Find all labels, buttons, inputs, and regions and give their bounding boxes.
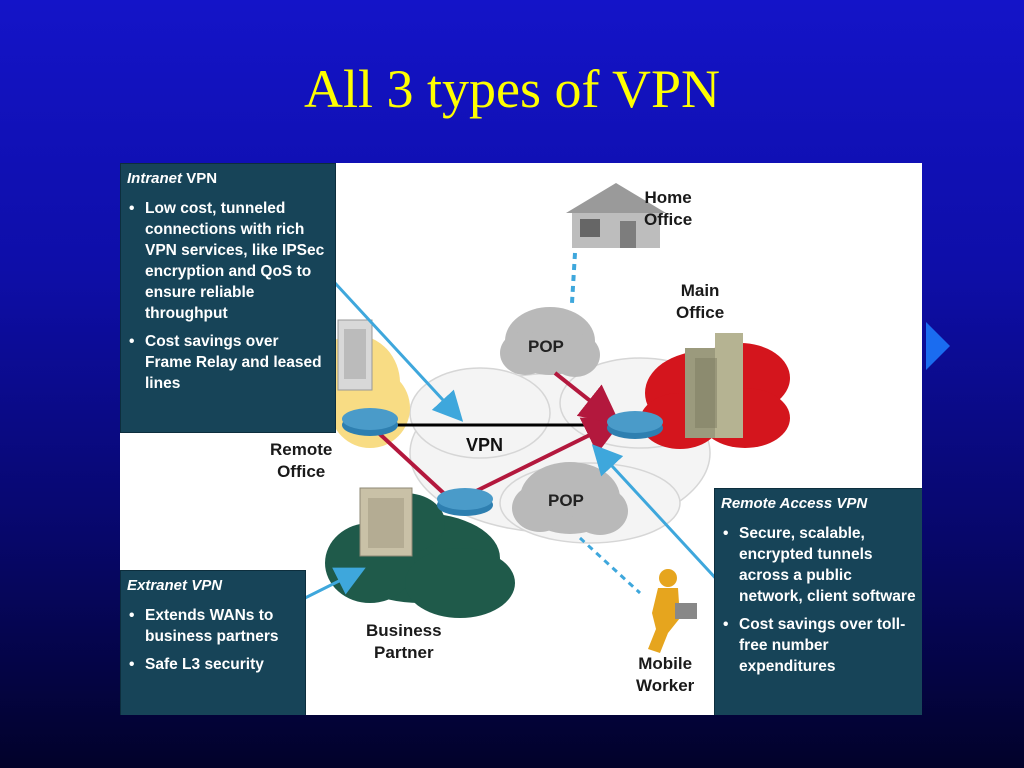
main-office-building-icon bbox=[685, 333, 743, 438]
remote-office-building-icon bbox=[337, 319, 373, 391]
extranet-vpn-panel: Extranet VPN Extends WANs to business pa… bbox=[120, 570, 306, 715]
intranet-vpn-panel: Intranet VPN Low cost, tunneled connecti… bbox=[120, 163, 336, 433]
extranet-bullet: Extends WANs to business partners bbox=[127, 605, 299, 647]
remote-access-bullet: Cost savings over toll-free number expen… bbox=[721, 614, 917, 677]
extranet-vpn-bullets: Extends WANs to business partnersSafe L3… bbox=[121, 605, 305, 675]
home-office-icon bbox=[566, 183, 666, 248]
pop-bottom-label: POP bbox=[548, 491, 584, 510]
extranet-vpn-title: Extranet VPN bbox=[127, 577, 223, 594]
remote-access-bullet: Secure, scalable, encrypted tunnels acro… bbox=[721, 523, 917, 607]
intranet-vpn-title: Intranet VPN bbox=[127, 170, 218, 187]
intranet-bullet: Low cost, tunneled connections with rich… bbox=[127, 198, 329, 324]
arrow-intranet bbox=[333, 281, 464, 422]
tunnel-remote-to-partner bbox=[368, 423, 452, 501]
mobile-worker-icon bbox=[648, 569, 697, 653]
tunnel-pop-to-main bbox=[553, 371, 621, 425]
arrow-extranet bbox=[304, 567, 366, 600]
pop-bottom-cloud bbox=[512, 462, 628, 535]
dashed-home-to-pop bbox=[570, 252, 577, 304]
pop-top-cloud bbox=[500, 307, 600, 377]
intranet-bullet: Cost savings over Frame Relay and leased… bbox=[127, 331, 329, 394]
router-remote-office-icon bbox=[342, 408, 398, 436]
dashed-pop-to-mobile bbox=[578, 536, 642, 595]
business-partner-building-icon bbox=[359, 487, 413, 557]
remote-access-vpn-bullets: Secure, scalable, encrypted tunnels acro… bbox=[715, 523, 922, 677]
remote-access-vpn-panel: Remote Access VPN Secure, scalable, encr… bbox=[714, 488, 922, 715]
tunnel-partner-to-main bbox=[459, 417, 625, 501]
pop-top-label: POP bbox=[528, 337, 564, 356]
router-business-partner-icon bbox=[437, 488, 493, 516]
extranet-bullet: Safe L3 security bbox=[127, 654, 299, 675]
remote-access-vpn-title: Remote Access VPN bbox=[721, 495, 868, 512]
slide-title: All 3 types of VPN bbox=[303, 59, 721, 119]
vpn-label: VPN bbox=[466, 435, 504, 455]
router-main-office-icon bbox=[607, 411, 663, 439]
next-slide-arrow[interactable] bbox=[926, 322, 950, 370]
intranet-vpn-bullets: Low cost, tunneled connections with rich… bbox=[121, 198, 335, 394]
arrow-remote-access bbox=[591, 444, 722, 585]
